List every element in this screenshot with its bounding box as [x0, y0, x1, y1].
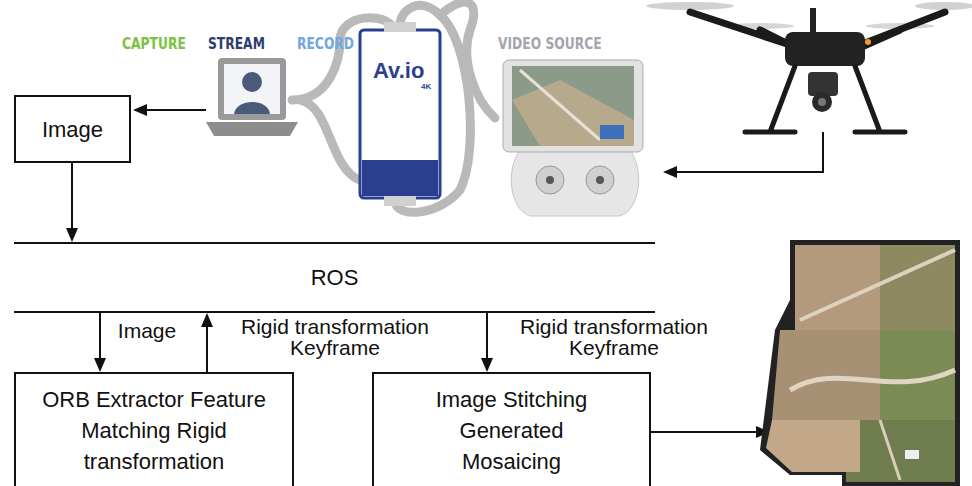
caption-word: RECORD — [297, 35, 354, 53]
bus-band: ROS — [14, 242, 655, 313]
capture-device — [360, 22, 440, 206]
process-box: Image — [14, 95, 131, 163]
arrow-head — [133, 104, 147, 116]
cable — [440, 2, 495, 118]
node-text: Image Stitching Generated Mosaicing — [412, 384, 612, 477]
arrow-line — [145, 109, 206, 111]
edge-label: Rigid transformation Keyframe — [214, 316, 456, 358]
remote-controller — [503, 60, 643, 216]
node-text: Image — [42, 114, 103, 145]
caption-word: CAPTURE — [122, 35, 186, 53]
connector-arrow — [66, 163, 78, 242]
process-box: Image Stitching Generated Mosaicing — [372, 372, 651, 486]
connector-arrow — [201, 313, 213, 372]
device-logo: 4K — [421, 82, 431, 91]
node-text: ROS — [311, 262, 359, 293]
drone — [646, 2, 972, 132]
laptop-icon — [206, 58, 298, 136]
edge-label: Rigid transformation Keyframe — [493, 316, 735, 358]
cable — [300, 100, 360, 180]
connector-arrow — [481, 313, 493, 372]
edge-label: Image — [106, 320, 188, 341]
mosaic-image — [760, 240, 960, 486]
node-text: ORB Extractor Feature Matching Rigid tra… — [34, 384, 274, 477]
device-logo: Av.io — [373, 58, 424, 84]
arrow-head — [663, 166, 677, 178]
caption-word: VIDEO SOURCE — [498, 35, 602, 53]
arrow-line — [675, 132, 823, 172]
arrow-line — [651, 431, 758, 433]
caption-word: STREAM — [208, 35, 265, 53]
connector-arrow — [94, 313, 106, 372]
process-box: ORB Extractor Feature Matching Rigid tra… — [14, 372, 294, 486]
